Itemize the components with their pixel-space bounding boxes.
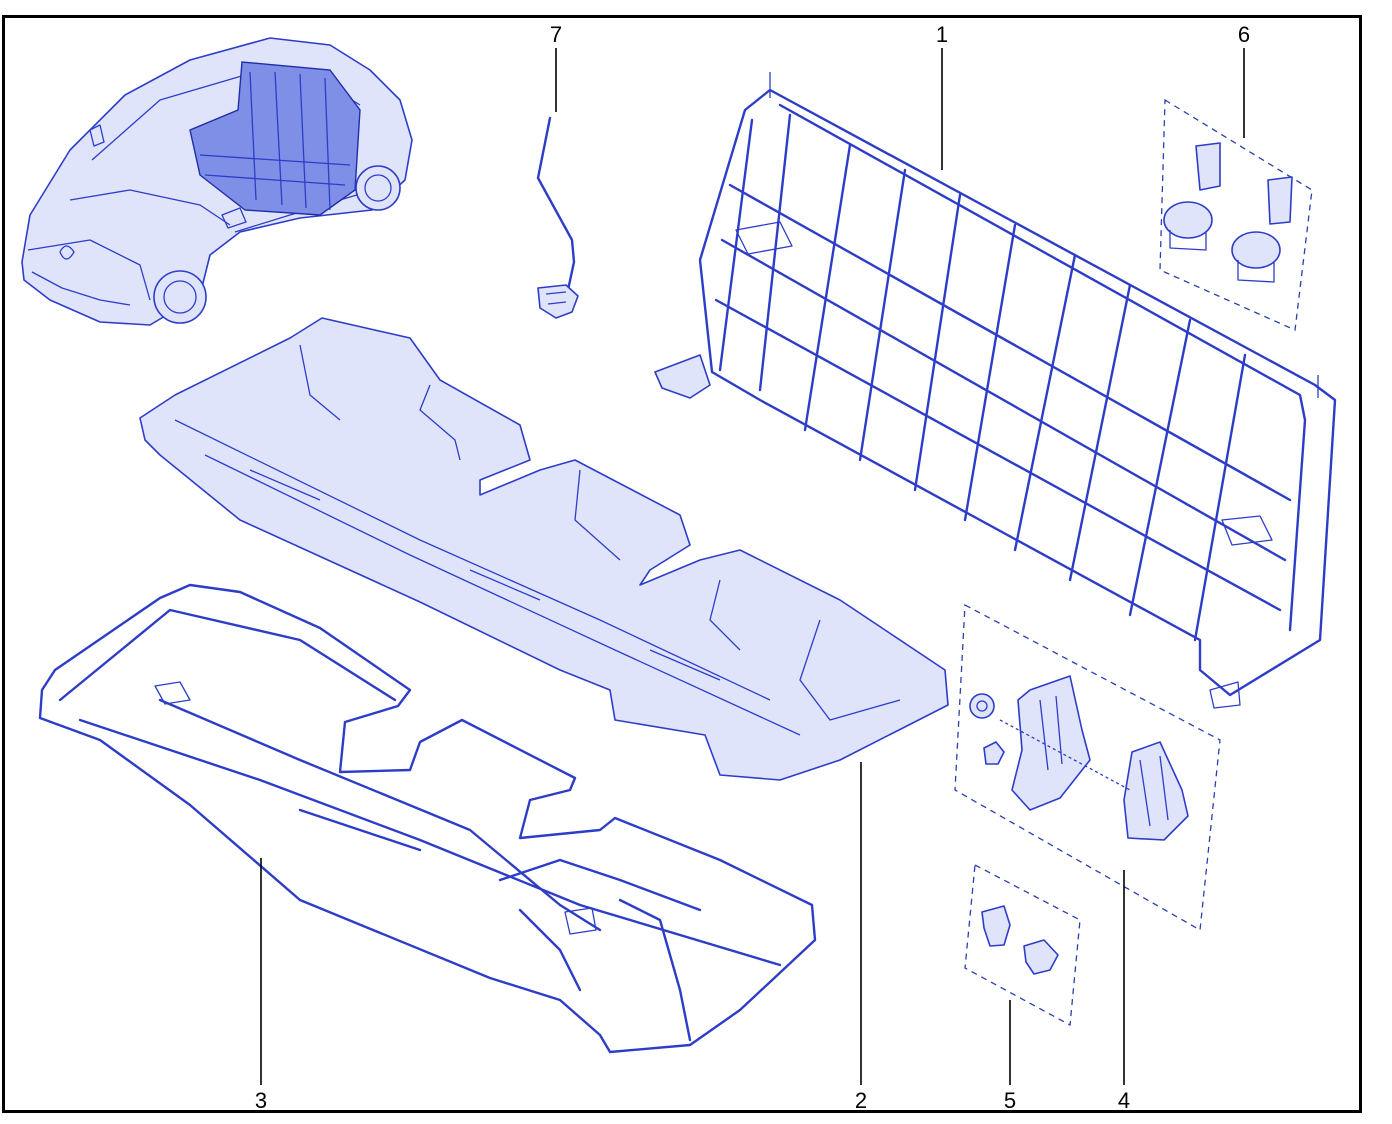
part-6-headrest-guides: [1159, 98, 1313, 331]
part-7-release-cable: [536, 116, 579, 319]
leader-lines: [260, 48, 1245, 1085]
diagram-frame: [2, 15, 1362, 1113]
callout-1: 1: [936, 22, 948, 47]
car-illustration: [21, 37, 413, 326]
callout-3: 3: [255, 1088, 267, 1113]
callout-4: 4: [1118, 1088, 1130, 1113]
part-1-seat-back-frame: [654, 72, 1337, 709]
callout-7: 7: [550, 22, 562, 47]
part-5-clips: [964, 863, 1081, 1027]
callout-2: 2: [855, 1088, 867, 1113]
callout-6: 6: [1238, 22, 1250, 47]
part-4-hinge-brackets: [954, 603, 1221, 932]
part-2-seat-cushion: [139, 317, 949, 781]
part-3-cushion-frame: [38, 583, 817, 1054]
callout-5: 5: [1004, 1088, 1016, 1113]
